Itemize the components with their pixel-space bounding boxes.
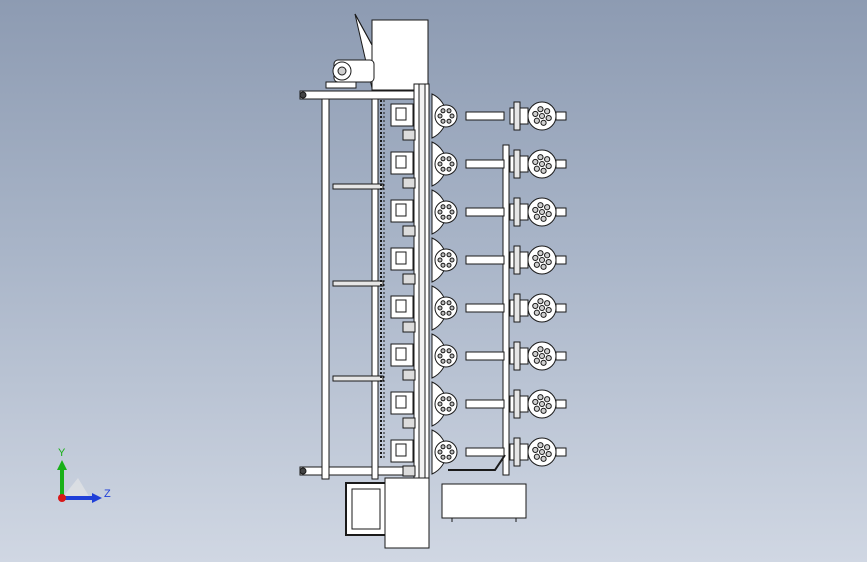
lower-housing — [384, 477, 430, 549]
parallel-arm — [465, 255, 505, 265]
hopper-body — [371, 19, 429, 91]
seeder-row-unit[interactable] — [390, 381, 567, 429]
frame-brace-2 — [332, 280, 384, 287]
top-crossbar — [299, 90, 421, 100]
seed-plate — [434, 248, 458, 272]
drive-motor — [325, 59, 375, 89]
lower-right-tank — [441, 483, 527, 519]
seed-plate — [434, 392, 458, 416]
frame-brace-1 — [332, 183, 384, 190]
z-axis-arrow — [92, 493, 102, 503]
seed-plate — [434, 296, 458, 320]
seed-plate — [434, 152, 458, 176]
seeder-row-unit[interactable] — [390, 93, 567, 141]
parallel-arm — [465, 159, 505, 169]
seeder-row-unit[interactable] — [390, 429, 567, 477]
bottom-knob — [299, 467, 307, 475]
parallel-arm — [465, 351, 505, 361]
hitch-hook — [448, 454, 506, 471]
frame-brace-3 — [332, 375, 384, 382]
bottom-crossbar — [299, 466, 421, 476]
parallel-arm — [465, 111, 505, 121]
y-axis-label: Y — [58, 447, 66, 459]
seed-plate — [434, 200, 458, 224]
seed-plate — [434, 440, 458, 464]
frame-inner-rail — [371, 98, 379, 480]
frame-left-rail — [321, 98, 330, 480]
seeder-row-unit[interactable] — [390, 333, 567, 381]
seeder-row-unit[interactable] — [390, 285, 567, 333]
z-axis-label: Z — [104, 488, 111, 500]
x-axis-dot — [58, 494, 66, 502]
seed-plate — [434, 344, 458, 368]
parallel-arm — [465, 303, 505, 313]
parallel-arm — [465, 447, 505, 457]
seed-plate — [434, 104, 458, 128]
seeder-row-unit[interactable] — [390, 189, 567, 237]
parallel-arm — [465, 399, 505, 409]
parallel-arm — [465, 207, 505, 217]
seeder-row-unit[interactable] — [390, 141, 567, 189]
seeder-row-unit[interactable] — [390, 237, 567, 285]
top-knob — [299, 91, 307, 99]
y-axis-arrow — [57, 460, 67, 470]
coordinate-triad: Y Z — [57, 447, 111, 503]
